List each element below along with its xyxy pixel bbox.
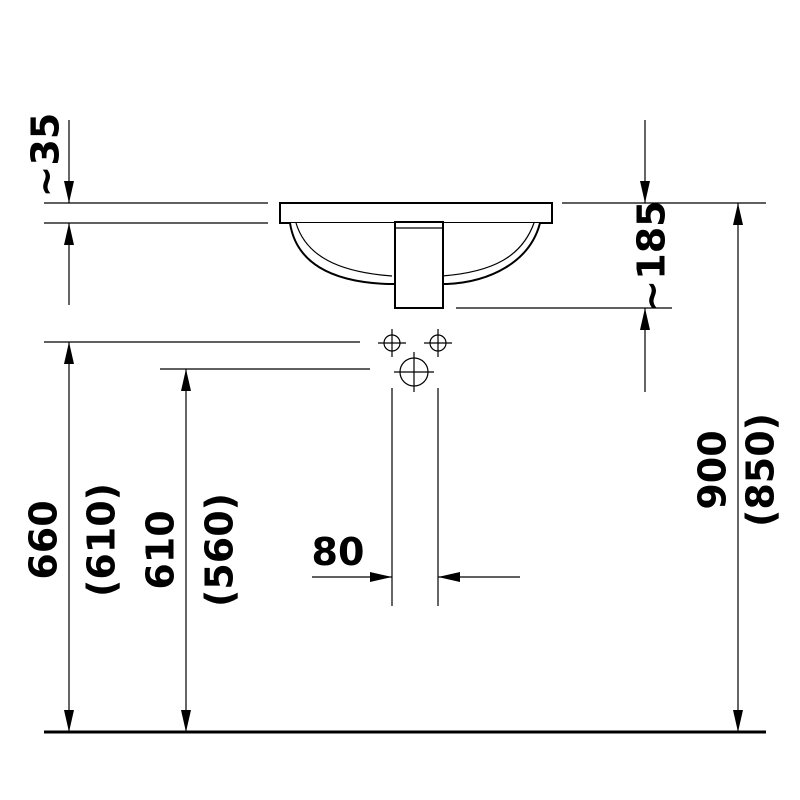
basin-body: [279, 202, 553, 309]
label-total-height: 900: [691, 430, 735, 509]
basin-rim: [279, 202, 553, 224]
label-supply-height-alt: (610): [80, 483, 124, 597]
extension-lines: [44, 202, 766, 370]
label-supply-height: 660: [22, 500, 66, 579]
drain-fitting: [394, 352, 434, 392]
supply-fittings: [378, 329, 452, 357]
basin-bowl-inner: [295, 222, 535, 277]
label-drain-width: 80: [312, 530, 365, 574]
dimension-drain-width: 80: [312, 530, 520, 582]
dimension-total-height: 900 (850): [691, 203, 783, 732]
dimension-basin-depth: ~185: [630, 120, 674, 392]
label-drain-height-alt: (560): [198, 493, 242, 607]
dimension-supply-height: 660 (610): [22, 342, 124, 732]
label-top-offset: ~35: [24, 113, 68, 198]
dimension-top-offset: ~35: [24, 113, 74, 305]
label-basin-depth: ~185: [630, 200, 674, 311]
label-drain-height: 610: [139, 510, 183, 589]
dimension-drain-height: 610 (560): [139, 369, 242, 732]
overflow-channel: [394, 221, 444, 309]
label-total-height-alt: (850): [739, 413, 783, 527]
